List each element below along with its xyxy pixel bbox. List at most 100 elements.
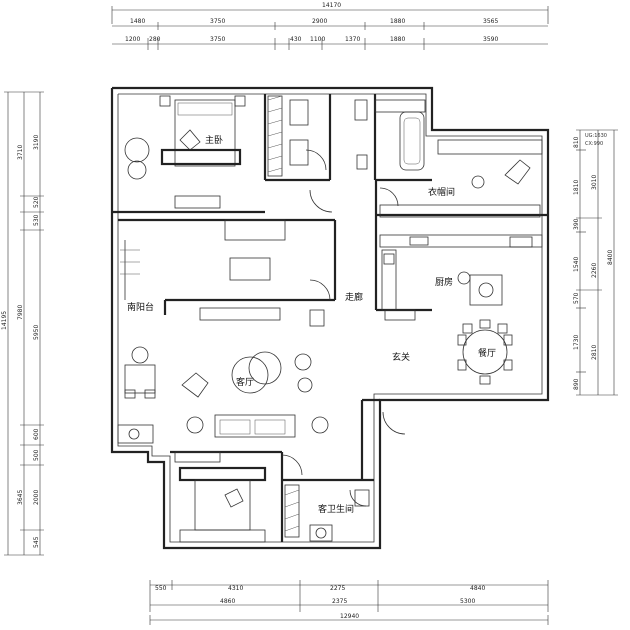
door-swing-icon [379,187,399,207]
dining-table-icon [462,329,508,375]
plant-icon [311,416,329,434]
room-label-corridor: 走廊 [345,291,363,303]
outer-walls [110,86,550,550]
bed-icon [174,99,236,167]
right-inner-dim-4: 1540 [573,257,580,272]
note-cx: CX:990 [585,141,603,147]
interior-walls [112,94,548,542]
door-swing-icon [281,454,303,476]
plant-icon [124,137,150,163]
room-label-kitchen: 厨房 [435,276,453,288]
stove-icon [409,236,429,246]
right-mid-dim-2: 2260 [591,263,598,278]
right-dimension-lines: 8400 3010 2260 2810 810 1810 390 1540 57… [573,129,618,396]
cloakroom: 衣帽间 [379,139,543,218]
room-label-living-room: 客厅 [236,376,254,388]
left-inner-dim-5: 5950 [33,325,40,340]
sink-icon [289,139,309,166]
room-label-guest-bathroom: 客卫生间 [318,503,354,515]
armchair-icon [181,372,209,398]
top-dim-9: 430 [290,36,302,43]
bed-icon [194,479,251,531]
toilet-icon [354,99,368,121]
plant-icon [297,377,313,393]
left-inner-dim-7: 500 [33,449,40,461]
bathtub-icon [399,111,425,171]
top-dim-11: 1370 [345,36,360,43]
left-inner-dim-9: 545 [33,536,40,548]
note-ug: UG:1630 [585,133,607,139]
left-inner-dim-1: 3710 [17,145,24,160]
top-dim-4: 1880 [390,18,405,25]
right-inner-dim-2: 1810 [573,180,580,195]
wardrobe-icon [379,204,541,218]
top-dim-13: 3590 [483,36,498,43]
left-outer-dim-2: 3645 [17,490,24,505]
top-dim-7: 280 [149,36,161,43]
bottom-dim-3: 2275 [330,585,345,592]
sink-icon [509,236,533,248]
left-inner-dim-2: 3190 [33,135,40,150]
left-dimension-lines: 14195 7980 3645 3710 3190 520 530 5950 6… [1,91,44,556]
shoe-cabinet [309,309,325,327]
right-inner-dim-5: 570 [573,292,580,304]
room-label-south-balcony: 南阳台 [127,301,154,313]
right-inner-dim-1: 810 [573,136,580,148]
master-bedroom: 主卧 [124,95,283,209]
plant-icon [294,353,312,371]
sink-icon [309,524,333,542]
guest-bedroom [174,451,267,543]
top-dim-2: 3750 [210,18,225,25]
right-inner-dim-7: 890 [573,378,580,390]
dining-table-icon [124,364,156,394]
guest-bath: 客卫生间 [284,484,370,542]
top-dim-1: 1480 [130,18,145,25]
left-inner-dim-8: 2000 [33,490,40,505]
south-balcony: 南阳台 [120,219,286,321]
bottom-dim-4: 4840 [470,585,485,592]
left-outer-dim-1: 7980 [17,305,24,320]
top-dim-5: 3565 [483,18,498,25]
top-dimension-lines: 14170 1480 3750 2900 1880 3565 1200 280 … [111,2,549,50]
toilet-icon [354,489,370,507]
wardrobe-icon [284,484,300,538]
stove-icon [469,274,503,306]
bottom-dim-7: 5300 [460,598,475,605]
plant-icon [186,416,204,434]
top-dim-8: 3750 [210,36,225,43]
wardrobe-icon [267,95,283,177]
armchair-icon [504,159,531,185]
door-swings [281,149,406,507]
top-total-dim: 14170 [322,2,341,9]
door-swing-icon [305,149,327,171]
left-inner-dim-3: 520 [33,196,40,208]
room-label-foyer: 玄关 [392,351,410,363]
bottom-dim-5: 4860 [220,598,235,605]
room-label-cloakroom: 衣帽间 [428,186,455,198]
toilet-icon [356,154,368,170]
top-dim-6: 1200 [125,36,140,43]
room-label-master-bedroom: 主卧 [205,134,223,146]
bottom-dim-1: 550 [155,585,167,592]
master-bath [289,99,426,171]
door-swing-icon [349,489,367,507]
top-dim-10: 1100 [310,36,325,43]
plant-icon [457,271,471,285]
right-inner-dim-3: 390 [573,218,580,230]
armchair-icon [127,160,147,180]
kitchen: 厨房 [379,234,543,311]
bottom-dimension-lines: 550 4310 2275 4840 4860 2375 5300 12940 [149,580,549,625]
right-outer-dim: 8400 [607,250,614,265]
door-swing-icon [309,279,331,301]
bottom-dim-2: 4310 [228,585,243,592]
left-total-dim: 14195 [1,311,8,330]
right-mid-dim-1: 3010 [591,175,598,190]
top-dim-3: 2900 [312,18,327,25]
door-swing-icon [309,189,333,213]
bottom-total-dim: 12940 [340,613,359,620]
left-inner-dim-4: 530 [33,214,40,226]
bottom-dim-6: 2375 [332,598,347,605]
right-mid-dim-3: 2810 [591,345,598,360]
sofa-icon [214,414,296,438]
